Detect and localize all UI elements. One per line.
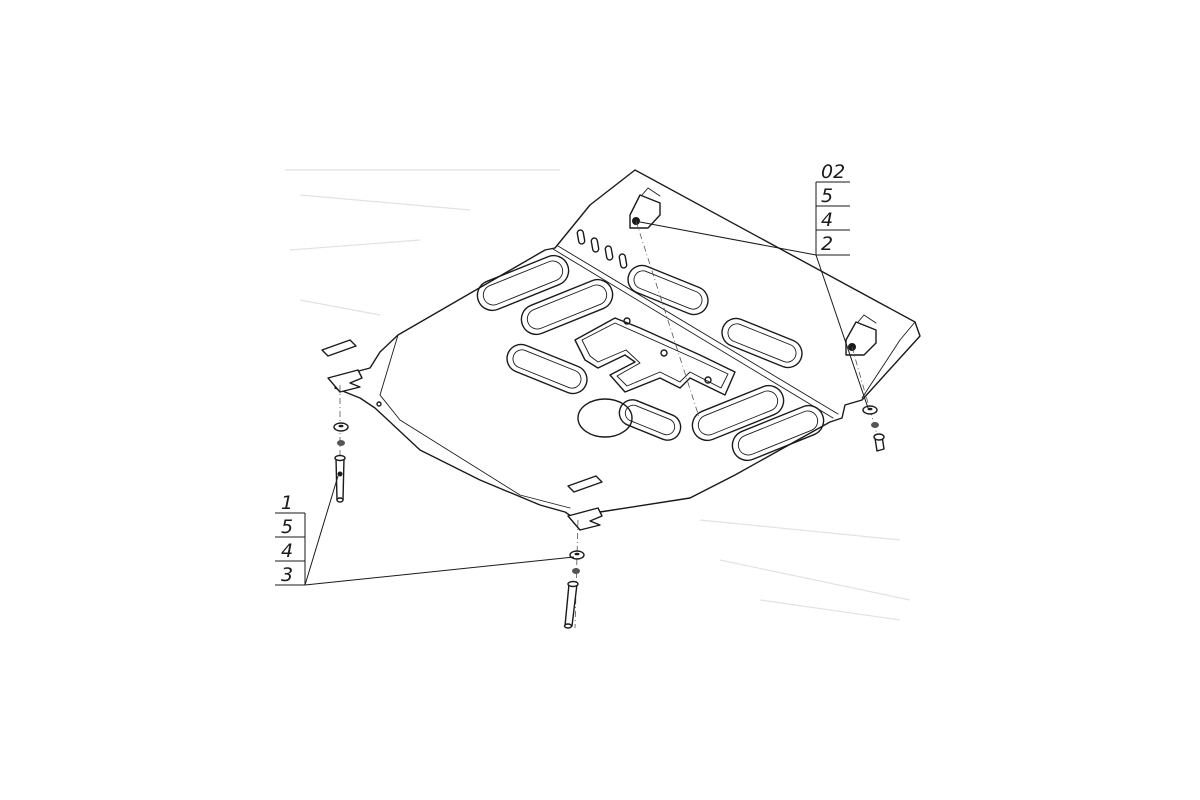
front-bracket-left: [321, 339, 363, 393]
callout-label-4b: 4: [281, 540, 293, 562]
callout-label-5: 5: [821, 185, 833, 207]
fastener-set-right: [862, 405, 885, 452]
callout-top-right: 02 5 4 2: [639, 161, 869, 409]
callout-label-5b: 5: [281, 516, 293, 538]
callout-label-3: 3: [281, 564, 293, 586]
plate-outline: [334, 169, 921, 523]
stamped-openings: [376, 254, 825, 462]
vent-slots: [576, 229, 628, 269]
skid-plate: [321, 169, 921, 531]
callout-label-1: 1: [281, 492, 293, 514]
fastener-set-left: [333, 422, 349, 503]
callout-bottom-left: 1 5 4 3: [275, 475, 575, 586]
callout-label-2: 2: [821, 233, 833, 255]
callout-label-02: 02: [821, 161, 845, 183]
callout-label-4: 4: [821, 209, 833, 231]
background-ghost-lines: [285, 169, 911, 621]
fastener-set-center: [563, 550, 585, 629]
front-bracket-center: [567, 475, 603, 531]
rear-bracket-left: [629, 187, 661, 229]
